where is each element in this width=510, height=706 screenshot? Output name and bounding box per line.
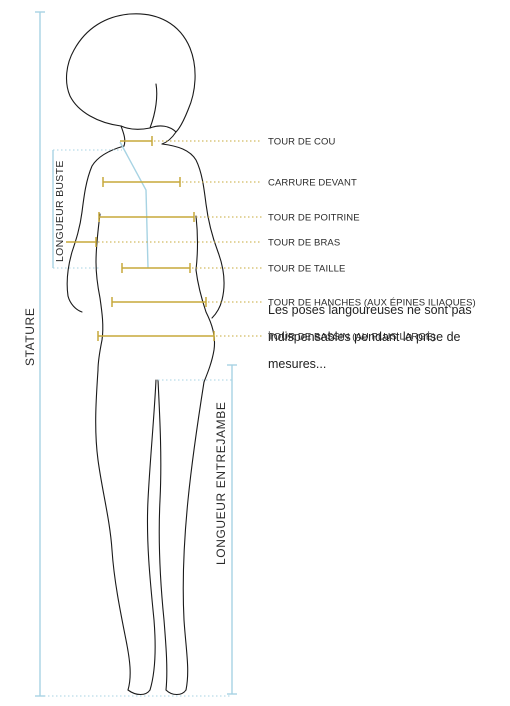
feet xyxy=(128,690,186,695)
left-leg-inner xyxy=(147,380,156,690)
neck-left xyxy=(121,126,125,146)
right-waist-hip xyxy=(196,270,215,382)
label-longueur-buste: LONGUEUR BUSTE xyxy=(54,160,66,262)
label-tour-de-taille: TOUR DE TAILLE xyxy=(268,264,345,275)
label-tour-de-poitrine: TOUR DE POITRINE xyxy=(268,213,360,224)
label-longueur-entrejambe: LONGUEUR ENTREJAMBE xyxy=(214,402,228,565)
label-stature: STATURE xyxy=(23,308,37,366)
neck-right xyxy=(162,132,176,144)
note-text: Les poses langoureuses ne sont pas indis… xyxy=(268,297,508,378)
right-shoulder-arm xyxy=(162,144,224,318)
blue-guides xyxy=(35,12,237,696)
note-line-3: mesures... xyxy=(268,351,508,378)
label-tour-de-cou: TOUR DE COU xyxy=(268,137,335,148)
gold-leaders xyxy=(98,141,262,336)
label-carrure-devant: CARRURE DEVANT xyxy=(268,178,357,189)
label-tour-de-bras: TOUR DE BRAS xyxy=(268,238,340,249)
left-shoulder-arm xyxy=(67,146,124,296)
center-front-line xyxy=(120,142,148,268)
note-line-1: Les poses langoureuses ne sont pas xyxy=(268,297,508,324)
note-line-2: indispensables pendant la prise de xyxy=(268,324,508,351)
right-leg-outer xyxy=(183,382,204,690)
right-arm-inner xyxy=(196,216,198,270)
body-figure xyxy=(67,14,225,695)
left-leg-outer xyxy=(96,370,130,690)
left-arm-inner xyxy=(96,214,100,298)
blue-dotted-guides xyxy=(40,150,232,696)
right-leg-inner xyxy=(158,380,167,690)
hair-outline xyxy=(67,14,196,132)
hair-strand xyxy=(150,84,157,128)
gold-bars xyxy=(66,136,214,341)
left-hand xyxy=(68,296,82,312)
